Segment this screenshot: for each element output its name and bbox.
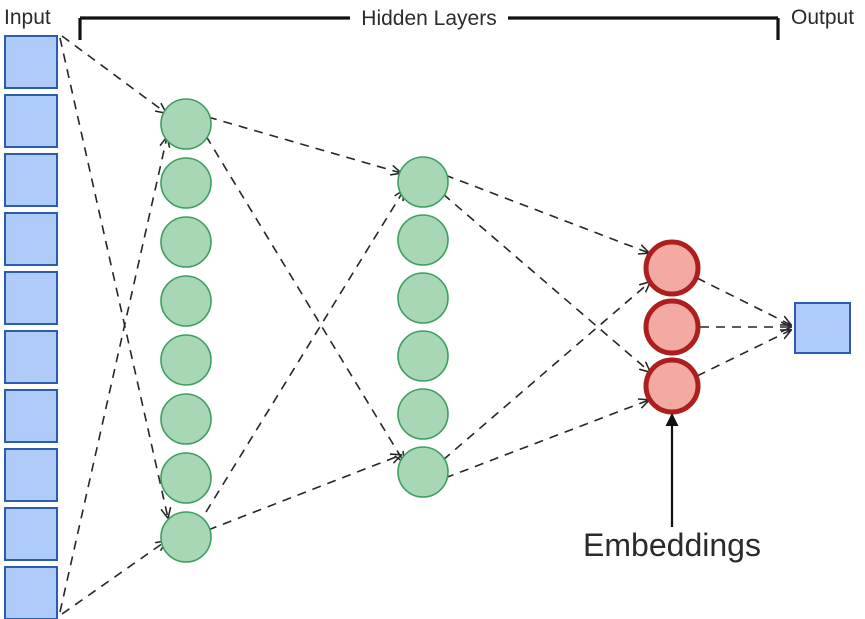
layer-embedding-layer [643,239,701,415]
node-input-layer-7 [4,448,58,502]
node-input-layer-4 [4,271,58,325]
connection-line-h2-top-to-emb-top [444,174,649,253]
node-hidden-layer-1-2 [160,216,212,268]
node-input-layer-1 [4,94,58,148]
connection-line-h2-bottom-to-emb-top [442,282,650,461]
node-input-layer-8 [4,507,58,561]
connection-line-input-top-to-h1-bottom [59,37,168,518]
connection-line-h2-top-to-emb-bottom [442,193,650,372]
node-input-layer-2 [4,153,58,207]
connection-line-input-top-to-h1-top [61,35,166,113]
embeddings-label: Embeddings [583,527,761,563]
node-input-layer-0 [4,35,58,89]
hidden-layers-label: Hidden Layers [361,7,496,30]
connection-lines [59,35,791,615]
connection-line-h1-bottom-to-h2-top [205,190,404,513]
connection-line-h1-top-to-h2-top [207,116,401,173]
layer-hidden-layer-2 [397,156,449,498]
node-input-layer-5 [4,330,58,384]
node-input-layer-9 [4,566,58,619]
hidden-layers-bracket [78,16,780,40]
node-hidden-layer-2-2 [397,272,449,324]
node-hidden-layer-1-6 [160,452,212,504]
node-hidden-layer-2-1 [397,214,449,266]
connection-line-input-bottom-to-h1-top [59,137,167,613]
node-input-layer-6 [4,389,58,443]
layer-nodes [4,35,851,619]
node-hidden-layer-2-3 [397,330,449,382]
layer-input-layer [4,35,58,619]
input-label: Input [4,6,51,29]
node-hidden-layer-1-3 [160,275,212,327]
node-hidden-layer-1-0 [160,98,212,150]
node-hidden-layer-2-0 [397,156,449,208]
layer-hidden-layer-1 [160,98,212,563]
connection-line-emb-bottom-to-output [696,330,791,377]
node-hidden-layer-1-1 [160,157,212,209]
connection-line-emb-top-to-output [696,277,791,325]
connection-line-input-bottom-to-h1-bottom [61,541,166,615]
connection-line-h1-top-to-h2-bottom [205,135,404,462]
node-hidden-layer-2-4 [397,388,449,440]
connection-line-h1-bottom-to-h2-bottom [207,455,401,531]
node-hidden-layer-1-4 [160,334,212,386]
node-output-layer-0 [794,302,851,354]
connection-line-h2-bottom-to-emb-bottom [444,400,649,479]
node-hidden-layer-1-5 [160,393,212,445]
node-embedding-layer-2 [643,357,701,415]
node-hidden-layer-2-5 [397,446,449,498]
node-embedding-layer-1 [643,298,701,356]
node-hidden-layer-1-7 [160,511,212,563]
layer-output-layer [794,302,851,354]
node-input-layer-3 [4,212,58,266]
output-label: Output [791,6,854,29]
node-embedding-layer-0 [643,239,701,297]
